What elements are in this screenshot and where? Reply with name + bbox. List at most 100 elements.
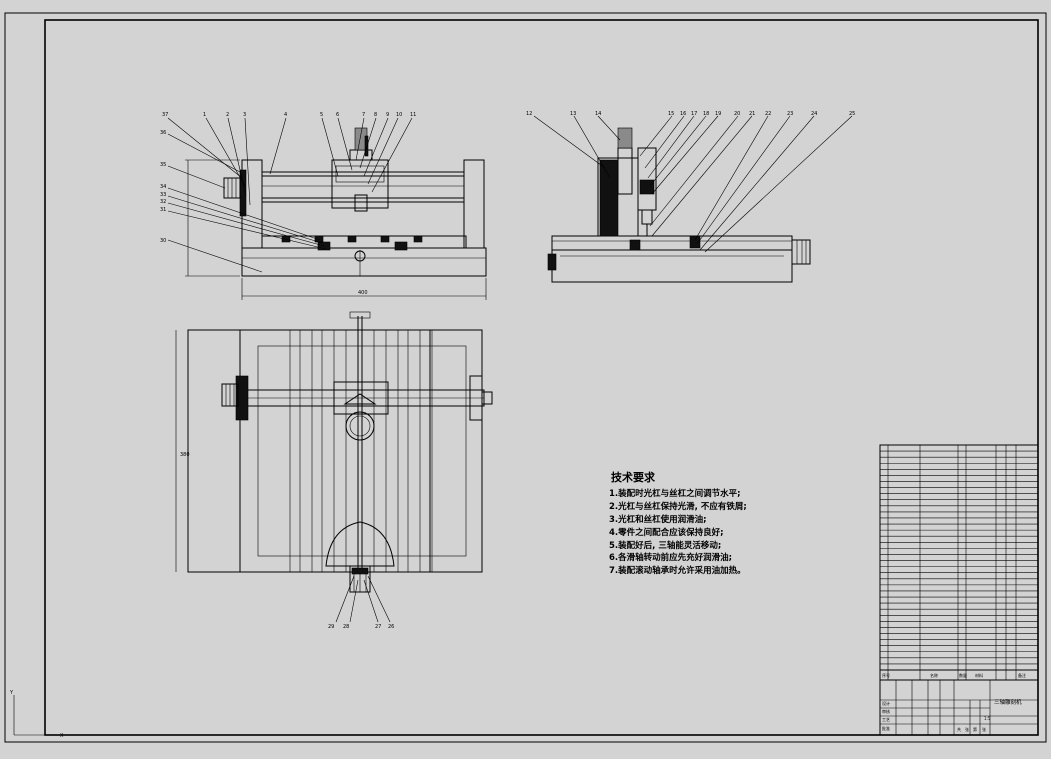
svg-text:9: 9 [386, 112, 389, 118]
top-view: 380 29 28 27 26 [175, 311, 493, 630]
svg-text:共: 共 [957, 726, 961, 732]
svg-text:35: 35 [160, 162, 166, 168]
svg-text:22: 22 [765, 111, 771, 117]
svg-text:18: 18 [703, 111, 709, 117]
svg-text:30: 30 [160, 238, 166, 244]
svg-text:28: 28 [343, 624, 349, 630]
svg-text:张: 张 [982, 726, 986, 732]
leader-lines-top [335, 575, 391, 623]
svg-text:设计: 设计 [882, 700, 890, 706]
svg-text:工艺: 工艺 [882, 717, 890, 722]
svg-text:16: 16 [680, 111, 686, 117]
bom-rows [880, 450, 1038, 665]
svg-text:5: 5 [320, 112, 323, 118]
svg-text:19: 19 [715, 111, 721, 117]
svg-text:24: 24 [811, 111, 817, 117]
leader-lines-front [167, 117, 413, 273]
drawing-name: 三轴雕刻机 [994, 698, 1022, 706]
top-slots [289, 330, 433, 572]
part-numbers-side: 12 13 14 15 16 17 18 19 20 21 22 23 24 2… [526, 111, 855, 117]
ucs-icon: Y X [9, 690, 64, 739]
part-numbers-top: 29 28 27 26 [328, 624, 394, 630]
svg-text:23: 23 [787, 111, 793, 117]
side-view: 12 13 14 15 16 17 18 19 20 21 22 23 24 2… [526, 111, 855, 283]
svg-text:3: 3 [243, 112, 246, 118]
svg-text:33: 33 [160, 192, 166, 198]
requirement-item: 4.零件之间配合应该保持良好; [609, 527, 724, 538]
side-base [551, 249, 793, 283]
svg-text:数量: 数量 [959, 672, 967, 678]
bom-header: 序号 名称 数量 材料 备注 [879, 669, 1039, 681]
top-spindle-circle [345, 411, 375, 441]
svg-text:10: 10 [396, 112, 402, 118]
top-carriage [333, 381, 389, 415]
technical-requirements: 技术要求 1.装配时光杠与丝杠之间调节水平; 2.光杠与丝杠保持光滑, 不应有铁… [609, 470, 747, 576]
svg-text:13: 13 [570, 111, 576, 117]
axis-y-label: Y [9, 690, 14, 696]
svg-text:名称: 名称 [930, 672, 938, 678]
svg-text:34: 34 [160, 184, 166, 190]
top-bearing-left [235, 375, 249, 421]
base-body [241, 247, 487, 277]
svg-text:备注: 备注 [1018, 672, 1026, 678]
drawing-scale: 1:5 [984, 716, 991, 721]
slide-block-right [394, 241, 408, 251]
end-plate-right [463, 159, 485, 249]
svg-text:26: 26 [388, 624, 394, 630]
svg-text:序号: 序号 [882, 672, 890, 678]
svg-text:材料: 材料 [975, 672, 983, 678]
svg-text:17: 17 [691, 111, 697, 117]
svg-text:31: 31 [160, 207, 166, 213]
dim-text-top-height: 380 [180, 452, 190, 458]
work-table [261, 235, 467, 249]
requirement-item: 2.光杠与丝杠保持光滑, 不应有铁屑; [609, 501, 747, 512]
requirement-item: 1.装配时光杠与丝杠之间调节水平; [609, 488, 741, 499]
svg-text:12: 12 [526, 111, 532, 117]
axis-x-label: X [60, 733, 64, 739]
svg-text:6: 6 [336, 112, 339, 118]
requirement-item: 3.光杠和丝杠使用润滑油; [609, 514, 707, 525]
top-arc-feature [325, 521, 395, 567]
svg-text:批准: 批准 [882, 725, 890, 731]
t-slots [281, 235, 423, 243]
dim-text-width: 400 [358, 290, 368, 296]
inner-border [44, 19, 1039, 736]
svg-text:32: 32 [160, 199, 166, 205]
column-hatch [599, 159, 619, 237]
requirement-item: 5.装配好后, 三轴能灵活移动; [609, 540, 721, 551]
svg-text:张: 张 [965, 726, 969, 732]
motor-side [617, 127, 633, 149]
top-outline [187, 329, 483, 573]
leader-lines-side [533, 115, 853, 253]
svg-text:15: 15 [668, 111, 674, 117]
svg-text:7: 7 [362, 112, 365, 118]
outer-border [4, 12, 1047, 743]
svg-text:1: 1 [203, 112, 206, 118]
svg-text:11: 11 [410, 112, 416, 118]
svg-text:2: 2 [226, 112, 229, 118]
svg-text:审核: 审核 [882, 708, 890, 714]
spindle-front [354, 194, 368, 212]
svg-text:第: 第 [973, 726, 977, 732]
requirement-item: 6.各滑轴转动前应先充好润滑油; [609, 552, 732, 563]
svg-text:4: 4 [284, 112, 287, 118]
requirements-title: 技术要求 [611, 470, 656, 484]
bom-table [879, 444, 1039, 681]
svg-text:21: 21 [749, 111, 755, 117]
svg-text:25: 25 [849, 111, 855, 117]
svg-text:36: 36 [160, 130, 166, 136]
part-numbers-front: 37 1 2 3 4 5 6 7 8 9 10 11 36 35 34 33 3… [160, 112, 416, 244]
svg-text:8: 8 [374, 112, 377, 118]
svg-text:14: 14 [595, 111, 601, 117]
svg-text:27: 27 [375, 624, 381, 630]
front-view: 400 37 1 2 [160, 112, 487, 300]
svg-text:37: 37 [162, 112, 168, 118]
svg-text:20: 20 [734, 111, 740, 117]
svg-text:29: 29 [328, 624, 334, 630]
handwheel-side [791, 239, 811, 265]
title-block: 三轴雕刻机 1:5 设计 审核 工艺 批准 共 张 第 张 [879, 679, 1039, 736]
requirement-item: 7.装配滚动轴承时允许采用油加热。 [609, 565, 746, 576]
side-table [551, 235, 793, 251]
